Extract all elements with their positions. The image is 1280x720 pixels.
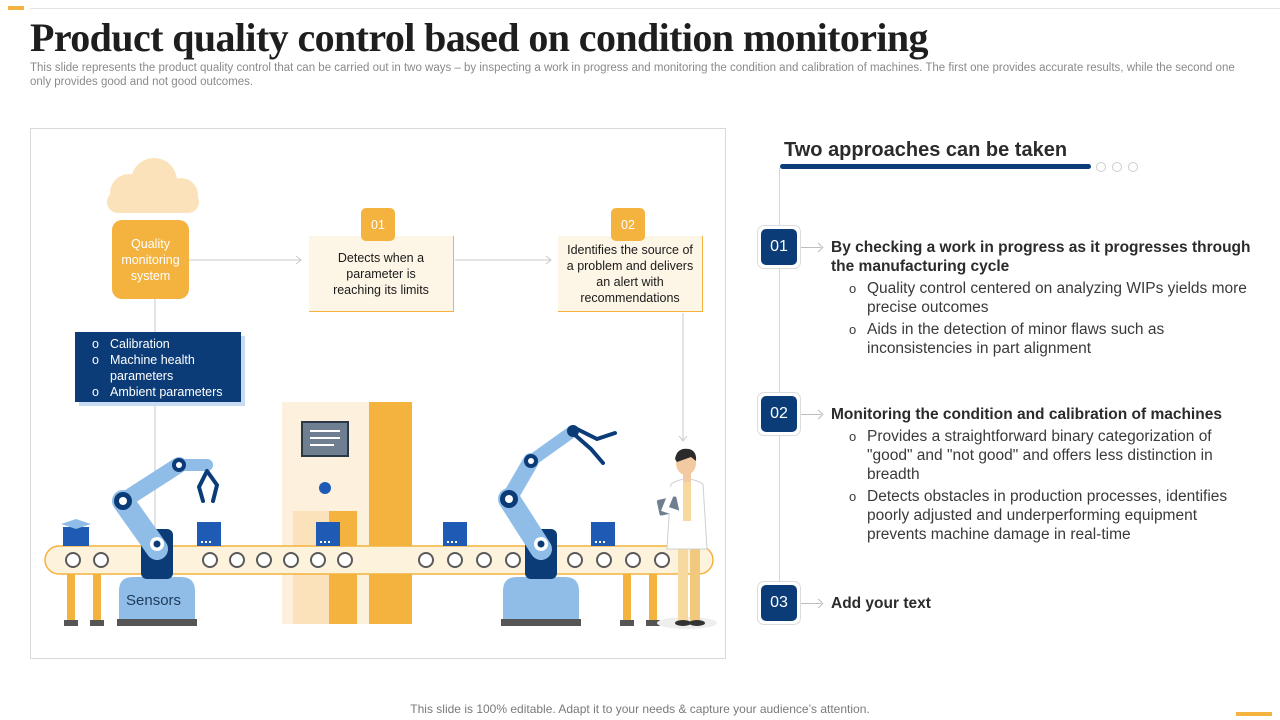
- product-box-icons: [61, 519, 615, 546]
- approach-01-bullet: Aids in the detection of minor flaws suc…: [831, 320, 1251, 358]
- approaches-title: Two approaches can be taken: [784, 139, 1068, 161]
- approach-02-badge: 02: [757, 392, 801, 436]
- inspection-machine-icon: [282, 402, 412, 624]
- step-01-badge: 01: [361, 208, 395, 241]
- slide-footer: This slide is 100% editable. Adapt it to…: [410, 702, 870, 716]
- approach-02-bullet: Provides a straightforward binary catego…: [831, 427, 1251, 484]
- slide-subtitle: This slide represents the product qualit…: [30, 62, 1235, 88]
- approach-01-bullet: Quality control centered on analyzing WI…: [831, 279, 1251, 317]
- sensors-label: Sensors: [126, 592, 182, 609]
- approaches-title-bar: [780, 164, 1091, 169]
- arrow-icon: [801, 603, 821, 604]
- approach-01-heading: By checking a work in progress as it pro…: [831, 239, 1251, 275]
- decorative-dot: [1096, 162, 1106, 172]
- cloud-icon: [107, 158, 199, 213]
- top-divider: [30, 8, 1280, 9]
- approach-03-heading: Add your text: [831, 595, 931, 612]
- approach-01: By checking a work in progress as it pro…: [831, 238, 1251, 361]
- approach-02: Monitoring the condition and calibration…: [831, 405, 1251, 547]
- quality-inspector-icon: [656, 448, 717, 629]
- approach-03: Add your text: [831, 594, 1251, 613]
- parameters-box: Calibration Machine health parameters Am…: [75, 332, 241, 402]
- top-accent-bar: [8, 6, 24, 10]
- step-02-box: Identifies the source of a problem and d…: [558, 236, 703, 312]
- decorative-dot: [1112, 162, 1122, 172]
- illustration-panel: Quality monitoring system Detects when a…: [30, 128, 726, 659]
- robot-arm-right-icon: [498, 425, 617, 626]
- approach-03-badge: 03: [757, 581, 801, 625]
- arrow-icon: [801, 247, 821, 248]
- arrow-icon: [801, 414, 821, 415]
- flow-connectors: [154, 255, 688, 529]
- step-02-badge: 02: [611, 208, 645, 241]
- approach-02-heading: Monitoring the condition and calibration…: [831, 406, 1222, 423]
- parameter-item: Ambient parameters: [89, 384, 235, 400]
- approach-01-number: 01: [761, 229, 797, 265]
- slide-title: Product quality control based on conditi…: [30, 15, 929, 60]
- bottom-accent-bar: [1236, 712, 1272, 716]
- robot-arm-left-icon: [112, 457, 220, 626]
- parameter-item: Machine health parameters: [89, 352, 235, 384]
- factory-illustration: [44, 158, 717, 629]
- quality-monitoring-system-box: Quality monitoring system: [112, 220, 189, 299]
- approach-01-badge: 01: [757, 225, 801, 269]
- approach-02-bullet: Detects obstacles in production processe…: [831, 487, 1251, 544]
- decorative-dot: [1128, 162, 1138, 172]
- approach-02-number: 02: [761, 396, 797, 432]
- approach-03-number: 03: [761, 585, 797, 621]
- parameter-item: Calibration: [89, 336, 235, 352]
- step-01-box: Detects when a parameter is reaching its…: [309, 236, 454, 312]
